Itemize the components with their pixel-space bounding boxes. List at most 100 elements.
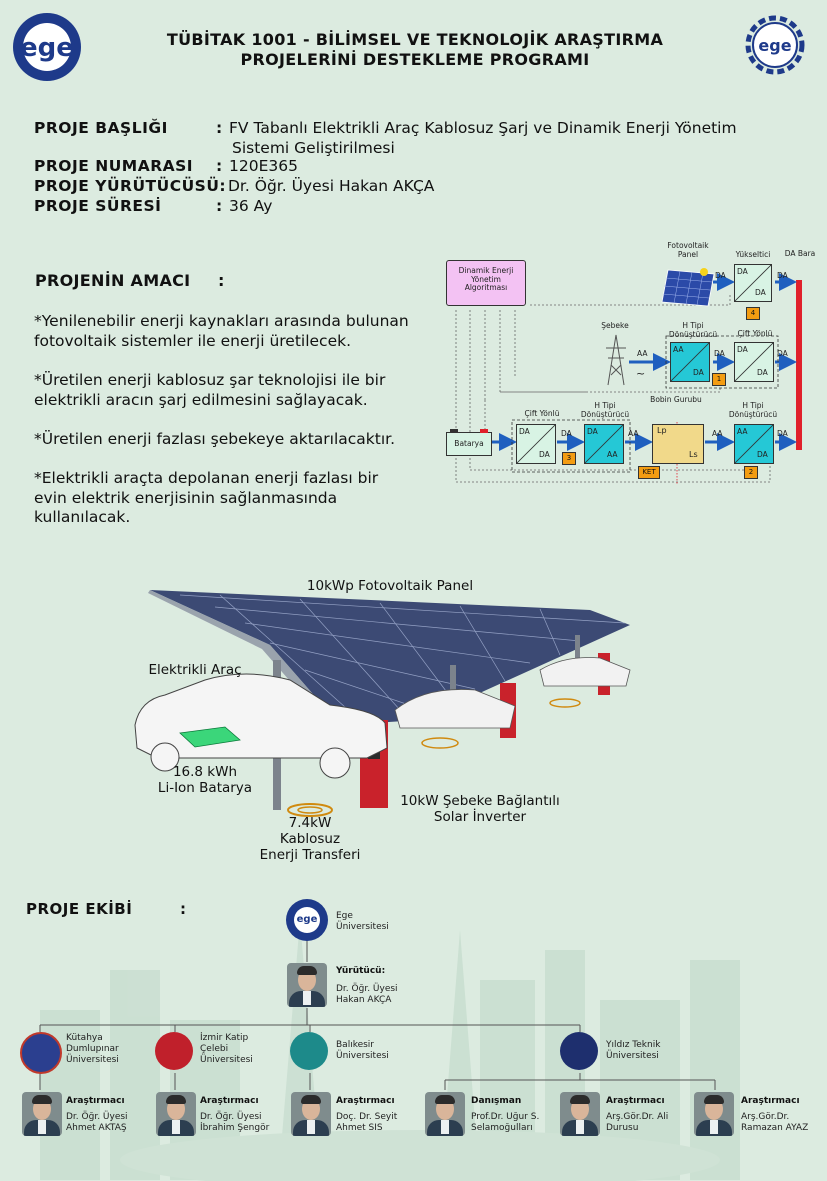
info-colon: : xyxy=(216,157,223,175)
member-name-line1: Arş.Gör.Dr. xyxy=(741,1112,790,1122)
converter-out-label: DA xyxy=(755,288,766,297)
info-lead-value: Dr. Öğr. Üyesi Hakan AKÇA xyxy=(228,177,435,195)
pv-label: Fotovoltaik Panel xyxy=(658,241,718,259)
info-duration-value: 36 Ay xyxy=(229,197,273,215)
member-avatar xyxy=(425,1092,465,1136)
bidirectional-converter-2: DA DA xyxy=(516,424,556,464)
member-role: Araştırmacı xyxy=(200,1096,259,1106)
info-duration-key: PROJE SÜRESİ xyxy=(34,197,162,215)
member-name-line2: Selamoğulları xyxy=(471,1123,533,1133)
grid-da-label: DA xyxy=(714,349,725,358)
battery-pack xyxy=(179,726,241,748)
goal-item-1: *Yenilenebilir enerji kaynakları arasınd… xyxy=(34,312,444,351)
goal-colon: : xyxy=(218,271,225,290)
goal-item-2-line1: *Üretilen enerji kablosuz şar teknolojis… xyxy=(34,371,386,389)
grid-tower-icon xyxy=(606,334,626,386)
inverter-caption: 10kW Şebeke Bağlantılı Solar İnverter xyxy=(380,793,580,825)
goal-item-2-line2: elektrikli aracın şarj edilmesini sağlay… xyxy=(34,390,368,409)
converter-in-label: DA xyxy=(519,427,530,436)
wireless-caption-line1: 7.4kW xyxy=(288,815,332,831)
uni3-name: Balıkesir Üniversitesi xyxy=(336,1040,389,1062)
inverter-caption-line2: Solar İnverter xyxy=(433,809,527,825)
ege-name-line1: Ege xyxy=(336,911,353,921)
member-name-line1: Arş.Gör.Dr. Ali xyxy=(606,1112,669,1122)
converter-out-label: DA xyxy=(693,368,704,377)
hbridge1-label-line1: H Tipi xyxy=(682,321,704,330)
info-number-value: 120E365 xyxy=(229,157,298,175)
member-role: Araştırmacı xyxy=(606,1096,665,1106)
hbridge3-label-line2: Dönüştürücü xyxy=(728,409,778,419)
goal-item-4: *Elektrikli araçta depolanan enerji fazl… xyxy=(34,469,444,528)
badge-4: 4 xyxy=(746,307,760,320)
converter-in-label: DA xyxy=(587,427,598,436)
converter-in-label: DA xyxy=(737,345,748,354)
grid-aa-label: AA xyxy=(637,349,648,358)
svg-text:ege: ege xyxy=(20,33,74,63)
member-role: Danışman xyxy=(471,1096,522,1106)
booster-out-arrow-label: DA xyxy=(777,271,788,280)
ev-caption: Elektrikli Araç xyxy=(148,662,242,678)
dc-bus-bar xyxy=(796,280,802,450)
goal-item-1-line2: fotovoltaik sistemler ile enerji üretile… xyxy=(34,331,352,350)
converter-in-label: DA xyxy=(737,267,748,276)
hbridge1-label: H Tipi Dönüştürücü xyxy=(668,321,718,339)
hbridge3-out-label: DA xyxy=(777,429,788,438)
info-number-key: PROJE NUMARASI xyxy=(34,157,194,175)
pv-panel-caption: 10kWp Fotovoltaik Panel xyxy=(306,578,474,594)
team-colon: : xyxy=(180,900,186,918)
member-name-line2: Ramazan AYAZ xyxy=(741,1123,809,1133)
inverter-caption-line1: 10kW Şebeke Bağlantılı xyxy=(400,793,560,809)
member-name-line2: Ahmet SIS xyxy=(336,1123,383,1133)
uni2-name-line3: Üniversitesi xyxy=(200,1055,253,1065)
coil-left-aa-label: AA xyxy=(628,429,639,438)
coil-group-label: Bobin Gurubu xyxy=(650,395,702,404)
goal-item-1-line1: *Yenilenebilir enerji kaynakları arasınd… xyxy=(34,312,409,330)
converter-in-label: AA xyxy=(673,345,684,354)
info-colon: : xyxy=(216,197,223,215)
bidir1-label: Çift Yönlü xyxy=(737,329,773,338)
info-colon: : xyxy=(216,119,223,137)
uni1-name-line1: Kütahya xyxy=(66,1033,103,1043)
carport-illustration xyxy=(134,590,631,817)
member-avatar xyxy=(560,1092,600,1136)
battery-label: Batarya xyxy=(454,439,484,448)
member-name-line2: İbrahim Şengör xyxy=(200,1123,270,1133)
member-name-line2: Durusu xyxy=(606,1123,639,1133)
ege-university-logo: ege xyxy=(13,13,81,81)
converter-in-label: AA xyxy=(737,427,748,436)
member-avatar xyxy=(291,1092,331,1136)
goal-heading: PROJENİN AMACI xyxy=(35,271,191,290)
member-role: Araştırmacı xyxy=(66,1096,125,1106)
badge-3: 3 xyxy=(562,452,576,465)
battery-caption-line2: Li-Ion Batarya xyxy=(157,780,253,796)
member-name-line2: Ahmet AKTAŞ xyxy=(66,1123,127,1133)
goal-item-3-line1: *Üretilen enerji fazlası şebekeye aktarı… xyxy=(34,430,396,448)
primary-coil-label: Lp xyxy=(657,426,667,435)
goal-item-4-line3: kullanılacak. xyxy=(34,508,131,526)
hbridge1-label-line2: Dönüştürücü xyxy=(668,329,718,339)
uni3-name-line1: Balıkesir xyxy=(336,1040,375,1050)
pv-panel-icon xyxy=(661,268,715,307)
bidir2-label: Çift Yönlü xyxy=(524,409,560,418)
member-name-line1: Dr. Öğr. Üyesi xyxy=(66,1112,128,1122)
lead-name-line1: Dr. Öğr. Üyesi xyxy=(336,984,398,994)
engineering-faculty-logo: ege xyxy=(745,15,805,75)
member-name: Prof.Dr. Uğur S.Selamoğulları xyxy=(471,1112,539,1134)
battery-caption: 16.8 kWh Li-Ion Batarya xyxy=(150,764,260,796)
algorithm-label-line3: Algoritması xyxy=(464,283,508,292)
program-title-line2: PROJELERİNİ DESTEKLEME PROGRAMI xyxy=(240,50,590,69)
uni2-name-line1: İzmir Katip xyxy=(200,1033,249,1043)
uni3-name-line2: Üniversitesi xyxy=(336,1051,389,1061)
uni4-name: Yıldız Teknik Üniversitesi xyxy=(606,1040,660,1062)
hbridge2-label-line2: Dönüştürücü xyxy=(580,409,630,419)
goal-item-3: *Üretilen enerji fazlası şebekeye aktarı… xyxy=(34,430,444,450)
wireless-caption-line3: Enerji Transferi xyxy=(259,847,361,863)
algorithm-label-line2: Yönetim xyxy=(471,274,501,284)
uni1-name-line3: Üniversitesi xyxy=(66,1055,119,1065)
hbridge2-label-line1: H Tipi xyxy=(594,401,616,410)
member-name-line1: Prof.Dr. Uğur S. xyxy=(471,1112,540,1122)
pv-label-line2: Panel xyxy=(677,249,699,259)
